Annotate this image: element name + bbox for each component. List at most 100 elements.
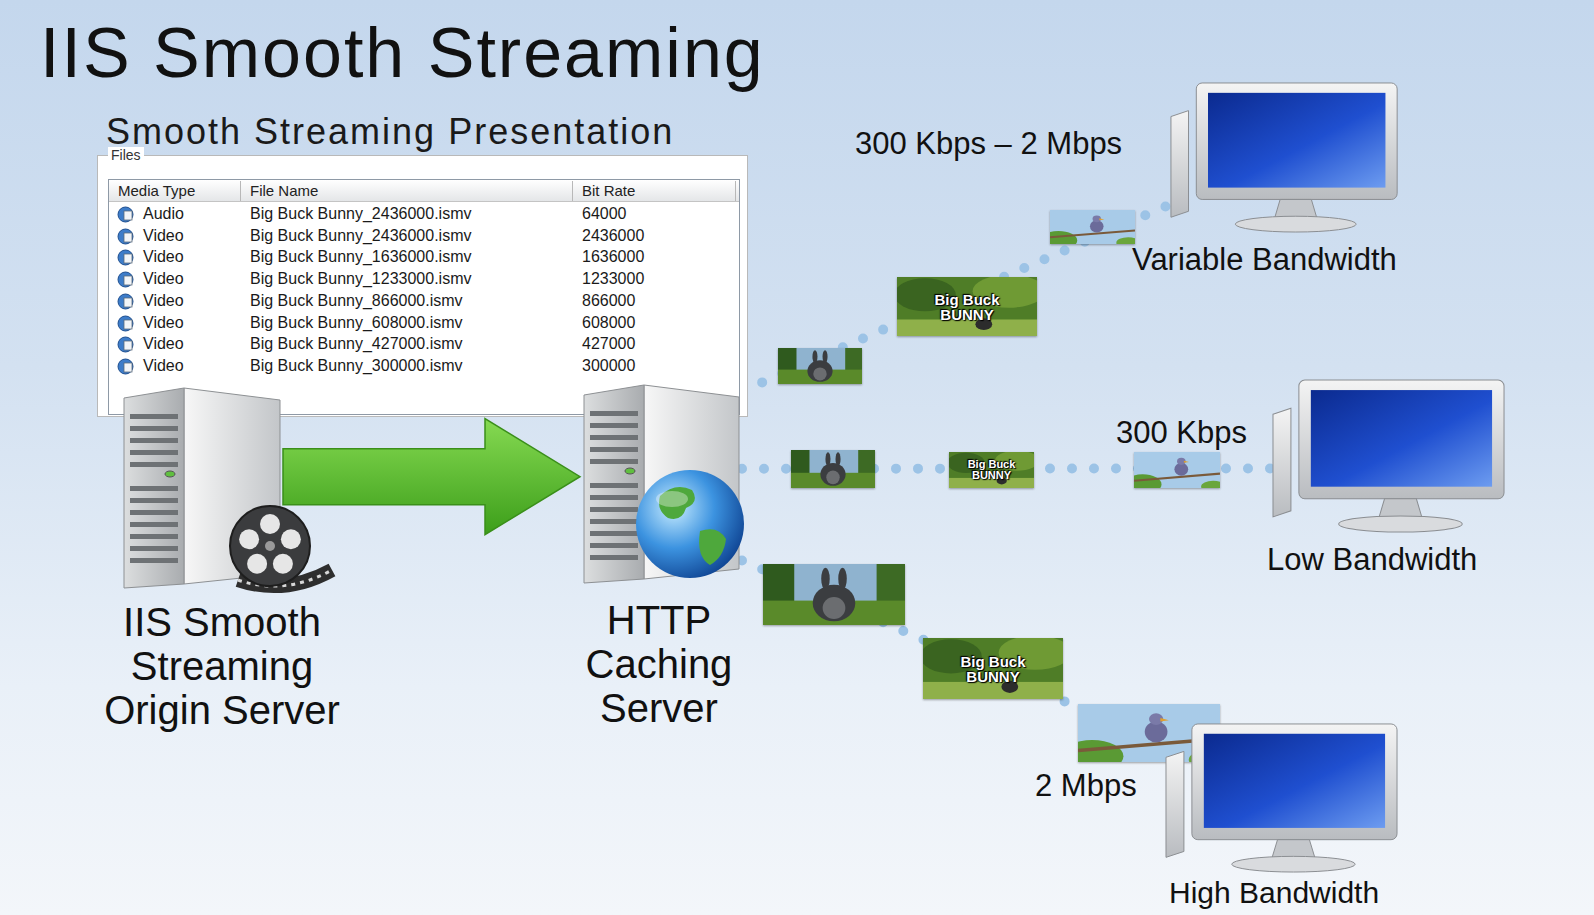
media-icon [117, 315, 134, 332]
bandwidth-label: 2 Mbps [1035, 768, 1137, 804]
media-icon [117, 249, 134, 266]
table-cell: Big Buck Bunny_2436000.ismv [250, 226, 471, 246]
drawing-rect [590, 507, 638, 512]
icon-globe [118, 294, 133, 309]
table-cell: Video [143, 356, 184, 376]
drawing-rect [590, 483, 638, 488]
bandwidth-label-holder: 300 Kbps – 2 Mbps [855, 126, 1122, 162]
bandwidth-label: Low Bandwidth [1267, 542, 1477, 578]
drawing-circle [273, 554, 293, 574]
drawing-rect [791, 450, 875, 488]
drawing-path [1184, 461, 1189, 463]
table-cell-holder: Audio [143, 204, 184, 224]
drawing-rect [130, 462, 178, 467]
drawing-ellipse [813, 585, 856, 622]
drawing-rect [130, 558, 178, 563]
bandwidth-label: High Bandwidth [1169, 876, 1379, 909]
table-cell: Big Buck Bunny_866000.ismv [250, 291, 463, 311]
bandwidth-label: 300 Kbps – 2 Mbps [855, 126, 1122, 162]
drawing-svg [1271, 378, 1510, 534]
drawing-polygon [1166, 751, 1184, 857]
icon-page [124, 298, 132, 307]
bandwidth-label-holder: High Bandwidth [1169, 876, 1379, 909]
drawing-rect [590, 435, 638, 440]
table-cell: 2436000 [582, 226, 644, 246]
table-cell: Audio [143, 204, 184, 224]
drawing-rect [130, 546, 178, 551]
table-cell-holder: 427000 [582, 334, 635, 354]
drawing-svg [778, 348, 862, 384]
drawing-rect [1204, 734, 1385, 828]
media-icon [117, 206, 134, 223]
thumbnail-title: Big Buck BUNNY [964, 459, 1020, 481]
drawing-rect [897, 319, 1037, 336]
drawing-ellipse [823, 350, 828, 363]
drawing-rect [590, 555, 638, 560]
bandwidth-label: Variable Bandwidth [1132, 242, 1397, 278]
icon-globe [118, 207, 133, 222]
column-header: Media Type [118, 182, 195, 199]
panel-heading: Smooth Streaming Presentation [106, 112, 674, 152]
thumbnail-title-holder: Big Buck BUNNY [949, 452, 1034, 488]
stream-path [742, 205, 1169, 391]
drawing-polygon [124, 388, 184, 588]
drawing-svg [1134, 452, 1220, 488]
drawing-svg [1169, 81, 1403, 234]
table-cell: Video [143, 291, 184, 311]
column-header-holder: Media Type [118, 182, 195, 199]
column-separator [735, 181, 736, 201]
table-cell: Video [143, 334, 184, 354]
table-cell-holder: Big Buck Bunny_427000.ismv [250, 334, 463, 354]
drawing-polygon [1273, 408, 1291, 517]
table-cell-holder: 1233000 [582, 269, 644, 289]
bandwidth-label-holder: 2 Mbps [1035, 768, 1137, 804]
thumbnail-title-holder: Big Buck BUNNY [923, 638, 1063, 699]
diagram-title-holder: IIS Smooth Streaming [40, 18, 765, 88]
server-label-holder: HTTP Caching Server [539, 598, 779, 730]
video-thumbnail [1134, 452, 1220, 488]
drawing-circle [636, 470, 744, 578]
drawing-polygon [584, 385, 644, 583]
table-cell-holder: 2436000 [582, 226, 644, 246]
drawing-rect [590, 447, 638, 452]
media-icon [117, 293, 134, 310]
drawing-rect [130, 486, 178, 491]
drawing-ellipse [838, 568, 847, 590]
drawing-rect [590, 519, 638, 524]
table-cell: Big Buck Bunny_608000.ismv [250, 313, 463, 333]
icon-page [124, 276, 132, 285]
drawing-rect [590, 495, 638, 500]
table-cell-holder: 64000 [582, 204, 627, 224]
drawing-rect [1311, 390, 1492, 487]
drawing-svg [1050, 210, 1135, 244]
table-cell: 1233000 [582, 269, 644, 289]
drawing-ellipse [625, 468, 635, 474]
server-node: IIS Smooth Streaming Origin Server [120, 384, 283, 590]
drawing-rect [1299, 380, 1504, 499]
table-cell: Big Buck Bunny_2436000.ismv [250, 204, 471, 224]
drawing-ellipse [1232, 856, 1355, 872]
drawing-path [1050, 230, 1135, 237]
icon-page [124, 320, 132, 329]
drawing-ellipse [1339, 516, 1462, 532]
icon-globe [118, 250, 133, 265]
video-thumbnail [778, 348, 862, 384]
drawing-rect [778, 348, 862, 384]
server-label: IIS Smooth Streaming Origin Server [72, 600, 372, 732]
drawing-circle [247, 554, 267, 574]
drawing-ellipse [165, 471, 175, 477]
drawing-path [1099, 218, 1104, 220]
video-thumbnail [791, 450, 875, 488]
column-header: File Name [250, 182, 318, 199]
drawing-rect [130, 438, 178, 443]
table-cell-holder: Big Buck Bunny_300000.ismv [250, 356, 463, 376]
drawing-path [699, 529, 726, 565]
table-cell: 608000 [582, 313, 635, 333]
drawing-ellipse [820, 463, 845, 486]
drawing-circle [239, 529, 259, 549]
table-cell-holder: Video [143, 226, 184, 246]
drawing-ellipse [823, 597, 846, 619]
drawing-ellipse [813, 367, 826, 380]
icon-page [124, 233, 132, 242]
